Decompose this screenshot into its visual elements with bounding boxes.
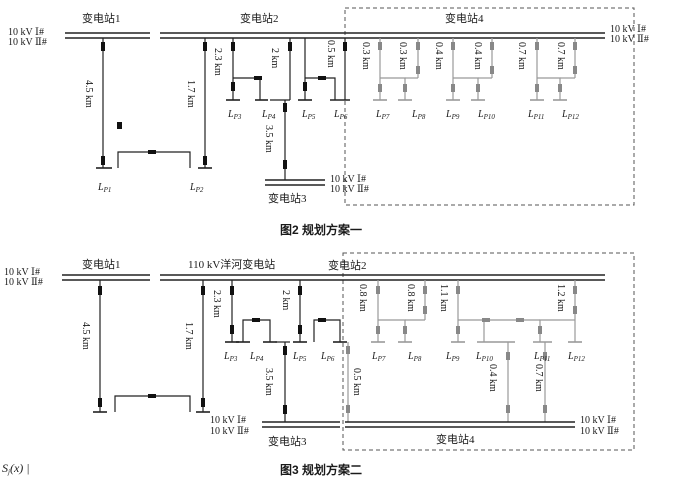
bus2-right-label: 10 kV Ⅱ# xyxy=(610,34,649,45)
station4-breakers xyxy=(378,42,577,92)
load-label-p4-fig3: LP4 xyxy=(249,351,264,363)
dist-label: 0.7 km xyxy=(555,42,566,70)
dist-label: 0.7 km xyxy=(516,42,527,70)
load-label-p1: LP1 xyxy=(97,182,111,194)
load-label-p6: LP6 xyxy=(333,109,348,121)
dist-label: 0.8 km xyxy=(405,284,416,312)
dist-label: 1.7 km xyxy=(183,322,194,350)
formula-fragment: Sj(x) | xyxy=(2,461,30,476)
load-label-p5: LP5 xyxy=(301,109,316,121)
load-label-p7: LP7 xyxy=(375,109,390,121)
load-label-p9: LP9 xyxy=(445,109,460,121)
load-label-p8: LP8 xyxy=(411,109,426,121)
station4-label-fig3: 变电站4 xyxy=(436,432,475,446)
station3-buses-fig3 xyxy=(262,421,340,428)
dist-label: 2 km xyxy=(280,290,291,311)
main-buses-fig3 xyxy=(62,274,605,281)
dist-label: 0.4 km xyxy=(487,364,498,392)
dist-label: 0.3 km xyxy=(397,42,408,70)
s3-bus1-label: 10 kV Ⅰ# xyxy=(330,174,366,185)
load-bars-fig3 xyxy=(93,341,347,413)
station2-label: 变电站2 xyxy=(240,11,279,25)
station1-label-fig3: 变电站1 xyxy=(82,257,121,271)
station4-buses-fig3 xyxy=(345,421,575,428)
bus2-left-label-fig3: 10 kV Ⅱ# xyxy=(4,277,43,288)
s3-bus2-label: 10 kV Ⅱ# xyxy=(330,184,369,195)
load-label-p12: LP12 xyxy=(561,109,579,121)
load-label-p7-fig3: LP7 xyxy=(371,351,386,363)
dist-label: 0.8 km xyxy=(357,284,368,312)
figure-2: 变电站1 变电站2 变电站4 10 kV Ⅰ# 10 kV Ⅱ# 10 kV Ⅰ… xyxy=(8,7,649,237)
distance-labels-fig3: 4.5 km 1.7 km 2.3 km 2 km 3.5 km 0.5 km … xyxy=(80,284,566,396)
dist-label: 0.4 km xyxy=(472,42,483,70)
load-label-p3: LP3 xyxy=(227,109,242,121)
station4-boundary-fig3 xyxy=(342,252,635,451)
load-label-p4: LP4 xyxy=(261,109,276,121)
dist-label: 0.3 km xyxy=(360,42,371,70)
load-labels-fig3: LP3 LP4 LP5 LP6 LP7 LP8 LP9 LP10 LP11 LP… xyxy=(223,351,585,363)
load-label-p12-fig3: LP12 xyxy=(567,351,585,363)
dist-label: 4.5 km xyxy=(80,322,91,350)
bus1-left-label: 10 kV Ⅰ# xyxy=(8,27,44,38)
dist-label: 0.5 km xyxy=(351,368,362,396)
station1-label: 变电站1 xyxy=(82,11,121,25)
figure2-caption: 图2 规划方案一 xyxy=(280,222,362,237)
dist-label: 3.5 km xyxy=(263,368,274,396)
load-label-p10: LP10 xyxy=(477,109,495,121)
s3-bus1-label-fig3: 10 kV Ⅰ# xyxy=(210,415,246,426)
load-label-p3-fig3: LP3 xyxy=(223,351,238,363)
dist-label: 2.3 km xyxy=(212,48,223,76)
bus1-right-label: 10 kV Ⅰ# xyxy=(610,24,646,35)
s4-bus2-label-fig3: 10 kV Ⅱ# xyxy=(580,426,619,437)
station2-label-fig3: 变电站2 xyxy=(328,258,367,272)
figure3-caption: 图3 规划方案二 xyxy=(280,462,362,477)
load-bars-fig2 xyxy=(96,99,350,169)
dist-label: 0.5 km xyxy=(325,40,336,68)
distance-labels-fig2: 4.5 km 1.7 km 2.3 km 2 km 0.5 km 0.3 km … xyxy=(83,40,566,153)
load-label-p11-fig3: LP11 xyxy=(533,351,550,363)
load-label-p10-fig3: LP10 xyxy=(475,351,493,363)
bus1-left-label-fig3: 10 kV Ⅰ# xyxy=(4,267,40,278)
breakers-fig3 xyxy=(98,286,326,414)
station4-boundary xyxy=(344,7,635,206)
breakers-fig2 xyxy=(101,42,347,169)
dist-label: 1.2 km xyxy=(555,284,566,312)
load-label-p2: LP2 xyxy=(189,182,204,194)
dist-label: 1.7 km xyxy=(185,80,196,108)
load-label-p9-fig3: LP9 xyxy=(445,351,460,363)
figure-3: 变电站1 110 kV洋河变电站 变电站2 10 kV Ⅰ# 10 kV Ⅱ# xyxy=(4,252,635,477)
dist-label: 3.5 km xyxy=(263,125,274,153)
load-label-p11: LP11 xyxy=(527,109,544,121)
bus2-left-label: 10 kV Ⅱ# xyxy=(8,37,47,48)
station4-feeders-fig3 xyxy=(347,280,576,422)
station4-breakers-fig3 xyxy=(346,286,577,413)
station3-label: 变电站3 xyxy=(268,191,307,205)
feeder-lines-left xyxy=(102,38,346,180)
station3-label-fig3: 变电站3 xyxy=(268,434,307,448)
s3-bus2-label-fig3: 10 kV Ⅱ# xyxy=(210,426,249,437)
dist-label: 1.1 km xyxy=(438,284,449,312)
dist-label: 2 km xyxy=(269,48,280,69)
main-buses xyxy=(65,32,605,39)
station4-label: 变电站4 xyxy=(445,11,484,25)
s4-bus1-label-fig3: 10 kV Ⅰ# xyxy=(580,415,616,426)
load-label-p6-fig3: LP6 xyxy=(320,351,335,363)
dist-label: 0.4 km xyxy=(433,42,444,70)
load-label-p8-fig3: LP8 xyxy=(407,351,422,363)
station3-buses-fig2 xyxy=(265,179,325,186)
load-label-p5-fig3: LP5 xyxy=(292,351,307,363)
dist-label: 0.7 km xyxy=(533,364,544,392)
station110-label: 110 kV洋河变电站 xyxy=(188,257,275,271)
dist-label: 2.3 km xyxy=(211,290,222,318)
dist-label: 4.5 km xyxy=(83,80,94,108)
